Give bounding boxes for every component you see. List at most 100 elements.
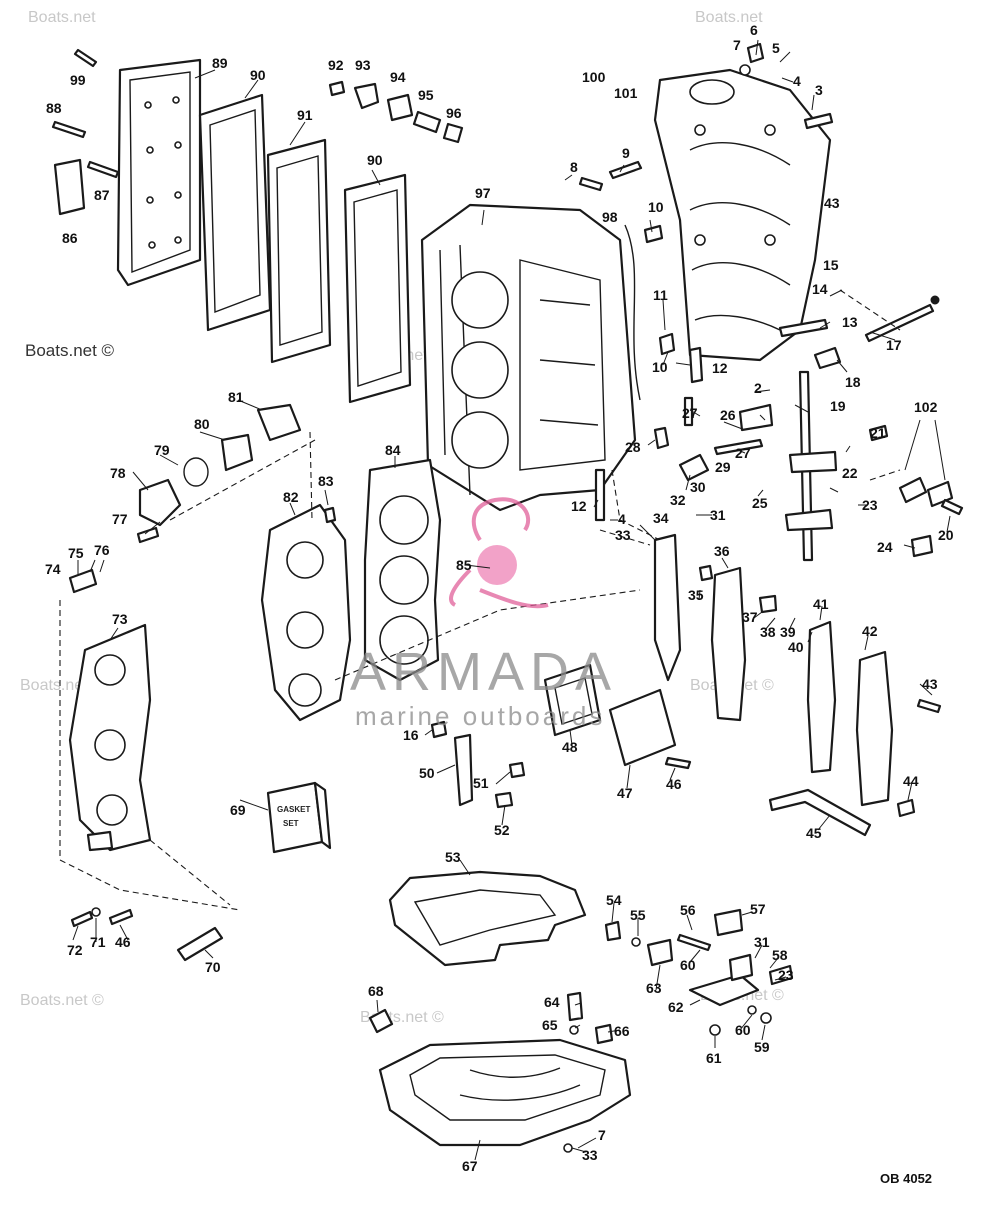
callout-17: 17	[886, 337, 902, 353]
callout-52: 52	[494, 822, 510, 838]
callout-96: 96	[446, 105, 462, 121]
callout-93: 93	[355, 57, 371, 73]
callout-18: 18	[845, 374, 861, 390]
elbow-93	[353, 82, 380, 110]
exhaust-cover-plate	[116, 58, 202, 287]
exhaust-cover-gasket-outer	[343, 173, 412, 404]
callout-8: 8	[570, 159, 578, 175]
spring-95	[412, 110, 442, 134]
callout-23: 23	[778, 967, 794, 983]
callout-85: 85	[456, 557, 472, 573]
thermostat-80	[220, 433, 254, 472]
callout-80: 80	[194, 416, 210, 432]
callout-10: 10	[652, 359, 668, 375]
side-plate-group	[653, 533, 942, 837]
callout-2: 2	[754, 380, 762, 396]
callout-81: 81	[228, 389, 244, 405]
callout-60: 60	[680, 957, 696, 973]
temperature-sensor-70	[176, 926, 224, 962]
callout-89: 89	[212, 55, 228, 71]
drawing-code: OB 4052	[880, 1171, 932, 1186]
fitting-96	[442, 122, 464, 144]
bolt-88	[51, 120, 87, 139]
callout-41: 41	[813, 596, 829, 612]
thermostat-cover-group	[328, 80, 464, 144]
callout-10: 10	[648, 199, 664, 215]
callout-15: 15	[823, 257, 839, 273]
callout-90: 90	[367, 152, 383, 168]
callout-45: 45	[806, 825, 822, 841]
callout-61: 61	[706, 1050, 722, 1066]
callout-3: 3	[815, 82, 823, 98]
watermark-copyright-text: Boats.net ©	[25, 341, 115, 360]
callout-38: 38	[760, 624, 776, 640]
callout-99: 99	[70, 72, 86, 88]
callout-73: 73	[112, 611, 128, 627]
callout-94: 94	[390, 69, 406, 85]
callout-31: 31	[754, 934, 770, 950]
callout-4: 4	[618, 511, 626, 527]
bolt-99	[73, 48, 98, 68]
callout-6: 6	[750, 22, 758, 38]
callout-91: 91	[297, 107, 313, 123]
cover-47	[608, 688, 677, 767]
callout-50: 50	[419, 765, 435, 781]
callout-84: 84	[385, 442, 401, 458]
callout-12: 12	[571, 498, 587, 514]
callout-90: 90	[250, 67, 266, 83]
plate-41	[806, 620, 837, 774]
callout-95: 95	[418, 87, 434, 103]
callout-79: 79	[154, 442, 170, 458]
callout-11: 11	[653, 287, 668, 303]
callout-39: 39	[780, 624, 796, 640]
o-ring-79	[183, 457, 209, 487]
plate-34	[653, 533, 682, 682]
callout-54: 54	[606, 892, 622, 908]
bolt-87	[86, 160, 120, 179]
callout-77: 77	[112, 511, 128, 527]
callout-43: 43	[824, 195, 840, 211]
hose-45	[768, 788, 872, 837]
callout-62: 62	[668, 999, 684, 1015]
brand-tagline: marine outboards	[355, 701, 605, 731]
callout-82: 82	[283, 489, 299, 505]
callout-25: 25	[752, 495, 768, 511]
exhaust-cover-group	[51, 48, 412, 404]
callout-33: 33	[615, 527, 631, 543]
callout-35: 35	[688, 587, 704, 603]
callout-44: 44	[903, 773, 919, 789]
armada-watermark: ARMADA marine outboards	[350, 497, 611, 731]
callout-40: 40	[788, 639, 804, 655]
callout-64: 64	[544, 994, 560, 1010]
callout-72: 72	[67, 942, 83, 958]
callout-30: 30	[690, 479, 706, 495]
flange-94	[386, 93, 414, 122]
callout-88: 88	[46, 100, 62, 116]
watermark-text: Boats.net	[695, 9, 763, 26]
callout-4: 4	[793, 73, 801, 89]
rod-17	[864, 303, 935, 343]
callout-leaders	[72, 39, 951, 1161]
callout-31: 31	[710, 507, 726, 523]
callout-47: 47	[617, 785, 633, 801]
callout-59: 59	[754, 1039, 770, 1055]
gasket-81	[256, 403, 302, 442]
callout-19: 19	[830, 398, 846, 414]
callout-65: 65	[542, 1017, 558, 1033]
callout-75: 75	[68, 545, 84, 561]
callout-20: 20	[938, 527, 954, 543]
lower-left-hardware	[70, 907, 224, 962]
callout-66: 66	[614, 1023, 630, 1039]
callout-28: 28	[625, 439, 641, 455]
callout-9: 9	[622, 145, 630, 161]
callout-87: 87	[94, 187, 110, 203]
callout-16: 16	[403, 727, 419, 743]
callout-26: 26	[720, 407, 736, 423]
callout-7: 7	[733, 37, 741, 53]
callout-98: 98	[602, 209, 618, 225]
callout-13: 13	[842, 314, 858, 330]
callout-78: 78	[110, 465, 126, 481]
adapter-plate-67	[368, 991, 632, 1153]
callout-46: 46	[666, 776, 682, 792]
